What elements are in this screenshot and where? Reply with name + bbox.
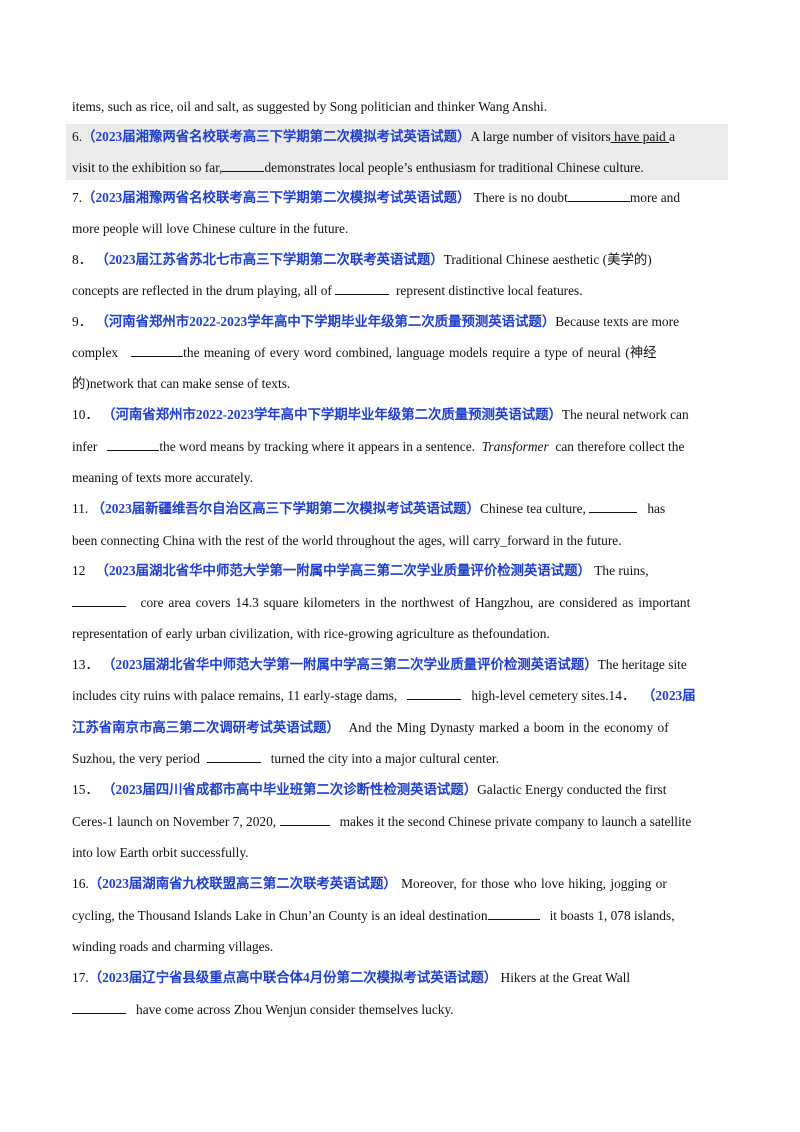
question-source: 2023届辽宁省县级重点高中联合体4月份第二次模拟考试英语试题	[102, 970, 484, 985]
question-16-line-2: cycling, the Thousand Islands Lake in Ch…	[72, 906, 675, 923]
question-9-line-3: 的)network that can make sense of texts.	[72, 376, 291, 391]
question-15-line-3: into low Earth orbit successfully.	[72, 845, 249, 860]
question-14-line-3: Suzhou, the very period turned the city …	[72, 749, 499, 766]
question-source: 2023届湖北省华中师范大学第一附属中学高三第二次学业质量评价检测英语试题	[115, 657, 585, 672]
question-15-line-2: Ceres-1 launch on November 7, 2020, make…	[72, 812, 692, 829]
answer-text: have paid	[610, 129, 670, 144]
answer-blank[interactable]	[131, 343, 184, 357]
question-10-line-3: meaning of texts more accurately.	[72, 470, 253, 485]
question-17-line-2: have come across Zhou Wenjun consider th…	[72, 1000, 728, 1020]
question-12: 12 （2023届湖北省华中师范大学第一附属中学高三第二次学业质量评价检测英语试…	[72, 563, 649, 578]
question-source: 河南省郑州市2022-2023学年高中下学期毕业年级第二次质量预测英语试题	[115, 407, 549, 422]
question-6-line-2: visit to the exhibition so far,demonstra…	[72, 158, 644, 175]
answer-blank[interactable]	[589, 499, 638, 513]
question-7: 7.（2023届湘豫两省名校联考高三下学期第二次模拟考试英语试题） There …	[72, 188, 681, 205]
question-11: 11. （2023届新疆维吾尔自治区高三下学期第二次模拟考试英语试题）Chine…	[72, 499, 666, 516]
question-source: 江苏省南京市高三第二次调研考试英语试题	[72, 720, 327, 735]
question-15: 15． （2023届四川省成都市高中毕业班第二次诊断性检测英语试题）Galact…	[72, 782, 667, 797]
question-14-line-2: 江苏省南京市高三第二次调研考试英语试题） And the Ming Dynast…	[72, 720, 669, 735]
question-9-line-2: complex the meaning of every word combin…	[72, 343, 657, 360]
answer-blank[interactable]	[222, 158, 265, 172]
question-5-tail: items, such as rice, oil and salt, as su…	[72, 99, 548, 114]
question-12-line-3: representation of early urban civilizati…	[72, 626, 550, 641]
highlight-band	[66, 124, 728, 180]
question-16: 16.（2023届湖南省九校联盟高三第二次联考英语试题） Moreover, f…	[72, 876, 667, 891]
question-source: 2023届湖北省华中师范大学第一附属中学高三第二次学业质量评价检测英语试题	[108, 563, 578, 578]
answer-blank[interactable]	[206, 749, 261, 763]
answer-blank[interactable]	[72, 1000, 126, 1014]
question-8: 8． （2023届江苏省苏北七市高三下学期第二次联考英语试题）Tradition…	[72, 252, 652, 267]
question-17: 17.（2023届辽宁省县级重点高中联合体4月份第二次模拟考试英语试题） Hik…	[72, 970, 631, 985]
question-source: 2023届湖南省九校联盟高三第二次联考英语试题	[102, 876, 384, 891]
question-10-line-2: infer the word means by tracking where i…	[72, 437, 685, 454]
answer-blank[interactable]	[407, 686, 462, 700]
question-source: 2023届新疆维吾尔自治区高三下学期第二次模拟考试英语试题	[105, 501, 467, 516]
question-source: 2023届湘豫两省名校联考高三下学期第二次模拟考试英语试题	[95, 129, 457, 144]
answer-blank[interactable]	[72, 593, 126, 607]
question-11-line-2: been connecting China with the rest of t…	[72, 533, 622, 548]
question-7-line-2: more people will love Chinese culture in…	[72, 221, 349, 236]
question-12-line-2: core area covers 14.3 square kilometers …	[72, 593, 728, 613]
question-source: 2023届江苏省苏北七市高三下学期第二次联考英语试题	[108, 252, 431, 267]
answer-blank[interactable]	[487, 906, 540, 920]
question-source: 2023届	[655, 688, 696, 703]
question-source: 河南省郑州市2022-2023学年高中下学期毕业年级第二次质量预测英语试题	[108, 314, 542, 329]
question-8-line-2: concepts are reflected in the drum playi…	[72, 281, 583, 298]
question-10: 10． （河南省郑州市2022-2023学年高中下学期毕业年级第二次质量预测英语…	[72, 407, 689, 422]
question-13-line-2: includes city ruins with palace remains,…	[72, 686, 696, 703]
answer-blank[interactable]	[335, 281, 390, 295]
answer-blank[interactable]	[107, 437, 160, 451]
question-6: 6.（2023届湘豫两省名校联考高三下学期第二次模拟考试英语试题）A large…	[72, 129, 676, 144]
question-source: 2023届四川省成都市高中毕业班第二次诊断性检测英语试题	[115, 782, 464, 797]
answer-blank[interactable]	[567, 188, 630, 202]
question-source: 2023届湘豫两省名校联考高三下学期第二次模拟考试英语试题	[95, 190, 457, 205]
question-9: 9． （河南省郑州市2022-2023学年高中下学期毕业年级第二次质量预测英语试…	[72, 314, 680, 329]
question-13: 13． （2023届湖北省华中师范大学第一附属中学高三第二次学业质量评价检测英语…	[72, 657, 687, 672]
answer-blank[interactable]	[279, 812, 330, 826]
question-16-line-3: winding roads and charming villages.	[72, 939, 274, 954]
